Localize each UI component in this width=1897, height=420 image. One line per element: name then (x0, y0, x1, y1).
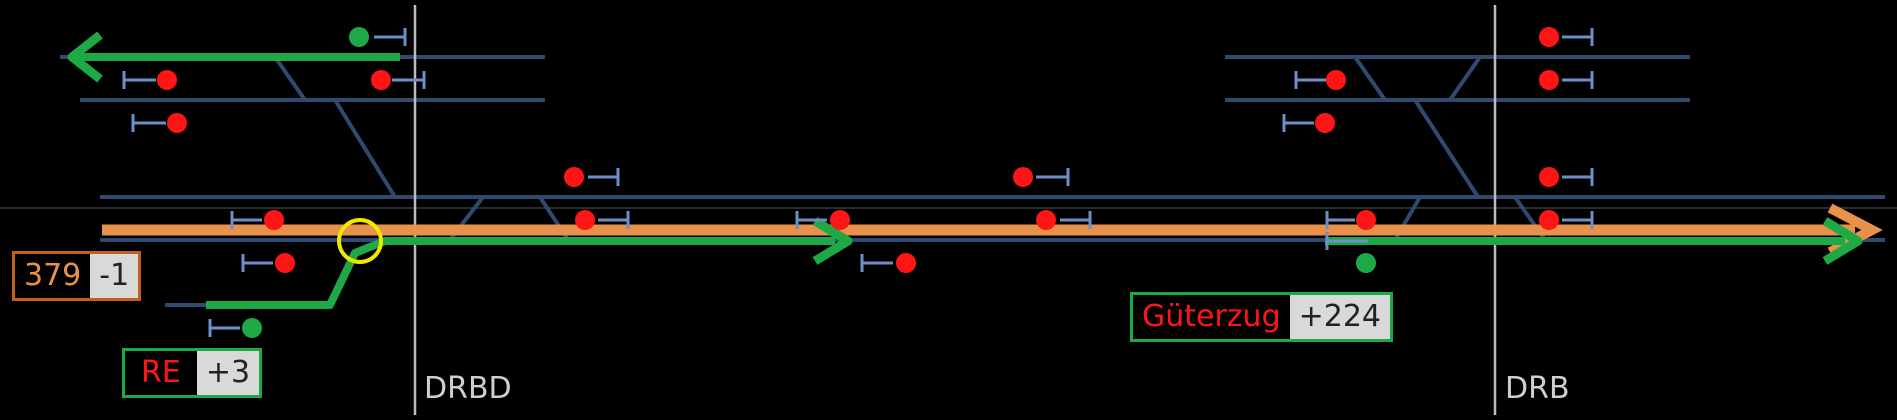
train-tag-re[interactable]: RE +3 (122, 348, 263, 398)
signal-6 (1013, 167, 1070, 187)
signal-21 (1539, 210, 1594, 230)
signal-19 (1282, 113, 1335, 133)
green-arrowhead-mid (812, 217, 853, 265)
switch-2 (333, 98, 397, 199)
signal-11 (1325, 210, 1376, 230)
signal-14 (208, 318, 262, 338)
train-tag-gueterzug[interactable]: Güterzug +224 (1130, 292, 1394, 342)
green-arrowhead-left (67, 31, 103, 83)
switches (273, 55, 1547, 242)
signal-1 (349, 27, 407, 47)
switch-7 (1413, 98, 1480, 199)
switch-6 (1448, 55, 1482, 102)
signal-3 (371, 70, 426, 90)
tracks (60, 55, 1885, 307)
signal-4 (131, 113, 187, 133)
train-number: 379 (15, 254, 91, 298)
green-route-re (206, 237, 835, 309)
switch-1 (273, 55, 307, 102)
signal-9 (795, 210, 850, 230)
train-number: RE (125, 351, 197, 395)
signal-15 (1325, 232, 1376, 273)
signal-16 (1539, 27, 1594, 47)
green-routes[interactable] (67, 31, 1863, 309)
signals[interactable] (122, 27, 1594, 338)
signal-2 (122, 70, 177, 90)
signal-10 (1036, 210, 1092, 230)
selection-marker[interactable] (337, 218, 383, 264)
train-delay: -1 (90, 254, 139, 298)
station-label-drbd: DRBD (424, 371, 512, 406)
signal-12 (241, 253, 295, 273)
switch-5 (1353, 55, 1387, 102)
train-delay: +3 (196, 351, 260, 395)
signal-13 (860, 253, 916, 273)
train-delay: +224 (1289, 295, 1391, 339)
signal-8 (575, 210, 630, 230)
signal-18 (1539, 70, 1594, 90)
signal-20 (1539, 167, 1594, 187)
train-tag-379[interactable]: 379 -1 (12, 251, 142, 301)
signal-17 (1294, 70, 1346, 90)
green-arrowhead-right (1822, 217, 1863, 265)
station-label-drb: DRB (1505, 371, 1570, 406)
signal-7 (230, 210, 284, 230)
train-number: Güterzug (1133, 295, 1290, 339)
signal-5 (564, 167, 620, 187)
